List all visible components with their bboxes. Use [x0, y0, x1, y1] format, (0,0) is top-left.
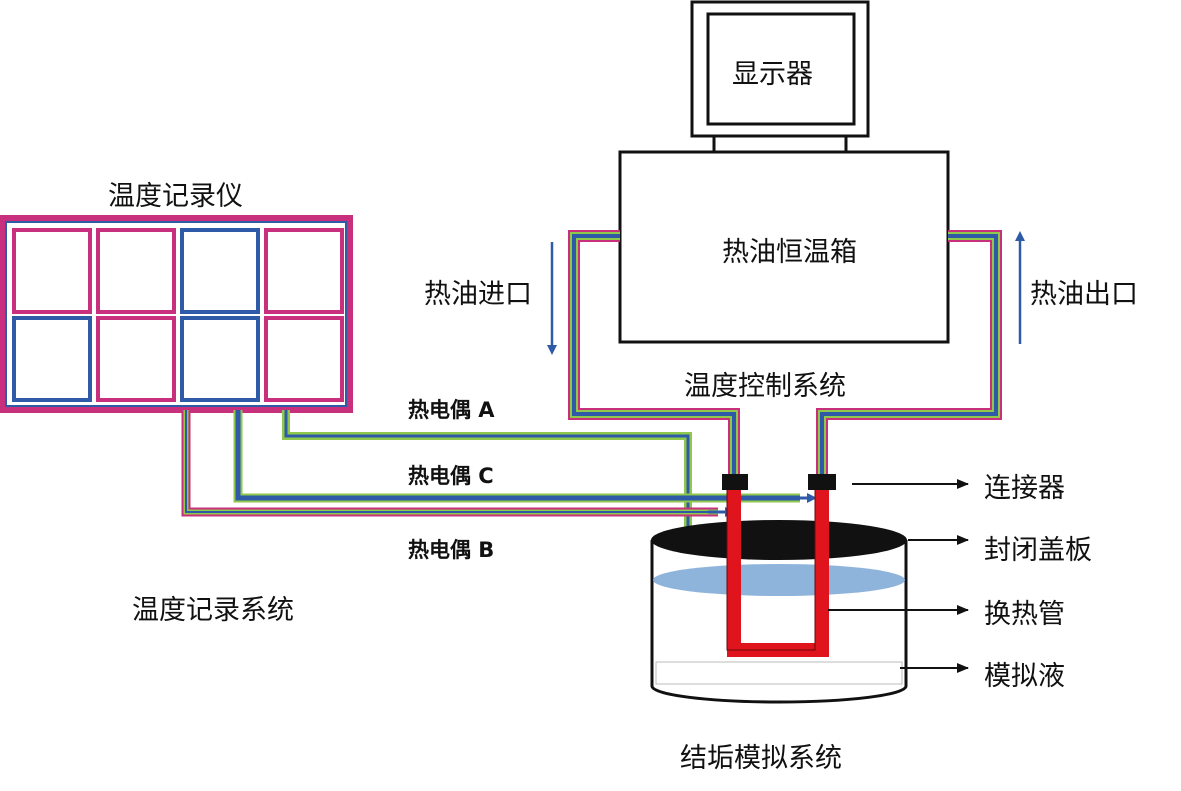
- recorder-channel: [12, 228, 92, 314]
- oil-bath-box: [618, 150, 950, 344]
- temp-control-system-label: 温度控制系统: [684, 371, 846, 402]
- connector-label: 连接器: [984, 473, 1065, 504]
- oil-outlet-label: 热油出口: [1030, 279, 1138, 310]
- thermocouple-c-wire: [233, 410, 817, 503]
- liquid-surface: [653, 564, 905, 596]
- connector-right: [808, 474, 836, 490]
- thermocouple-b-wire: [181, 410, 735, 517]
- recorder-channel: [180, 228, 260, 314]
- oil-outlet-pipe: [816, 230, 1002, 478]
- thermocouple-a-wire: [282, 410, 693, 651]
- thermocouple-a-label: 热电偶 A: [408, 398, 495, 422]
- recorder-channels: [12, 228, 344, 402]
- heat-exchange-tube: [726, 486, 829, 657]
- sealed-cover-label: 封闭盖板: [984, 535, 1092, 566]
- recorder-channel: [264, 228, 344, 314]
- fouling-system-label: 结垢模拟系统: [680, 743, 842, 774]
- connector-left: [722, 474, 748, 490]
- thermocouple-c-label: 热电偶 C: [408, 464, 494, 488]
- thermocouple-b-label: 热电偶 B: [408, 538, 495, 562]
- fouling-vessel: [650, 520, 908, 704]
- recorder-channel: [12, 316, 92, 402]
- heat-exchange-tube-label: 换热管: [984, 599, 1065, 630]
- temp-recorder-label: 温度记录仪: [108, 181, 243, 212]
- monitor: [690, 0, 870, 154]
- oil-inlet-pipe: [568, 230, 740, 478]
- temp-record-system-label: 温度记录系统: [132, 595, 294, 626]
- recorder-channel: [180, 316, 260, 402]
- simulated-liquid-label: 模拟液: [984, 661, 1065, 692]
- recorder-channel: [96, 316, 176, 402]
- liquid-level-band: [655, 661, 903, 685]
- recorder-channel: [264, 316, 344, 402]
- recorder-channel: [96, 228, 176, 314]
- sealed-cover: [651, 520, 907, 560]
- oil-bath-label: 热油恒温箱: [722, 237, 857, 268]
- oil-inlet-label: 热油进口: [424, 279, 532, 310]
- monitor-label: 显示器: [732, 59, 813, 90]
